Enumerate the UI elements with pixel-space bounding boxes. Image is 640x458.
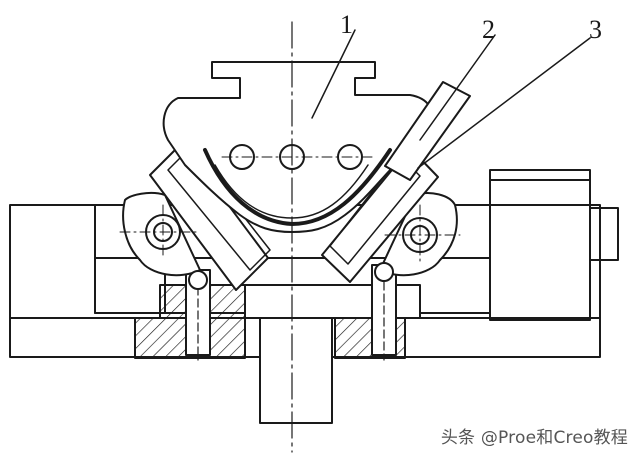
bolt-right-head [374, 262, 394, 282]
guide-rod [384, 81, 471, 181]
right-block [489, 169, 591, 321]
part-label-1: 1 [340, 10, 353, 39]
left-pivot [119, 204, 201, 259]
central-stem [259, 317, 333, 424]
right-handle [589, 207, 619, 261]
leader-2 [419, 34, 496, 141]
watermark-text: 头条 @Proe和Creo教程 [440, 428, 628, 448]
part-label-3: 3 [589, 15, 602, 44]
bolt-left-head [188, 270, 208, 290]
leader-3 [417, 37, 591, 169]
leader-1 [311, 29, 356, 119]
right-pivot [384, 204, 461, 263]
part-label-2: 2 [482, 15, 495, 44]
